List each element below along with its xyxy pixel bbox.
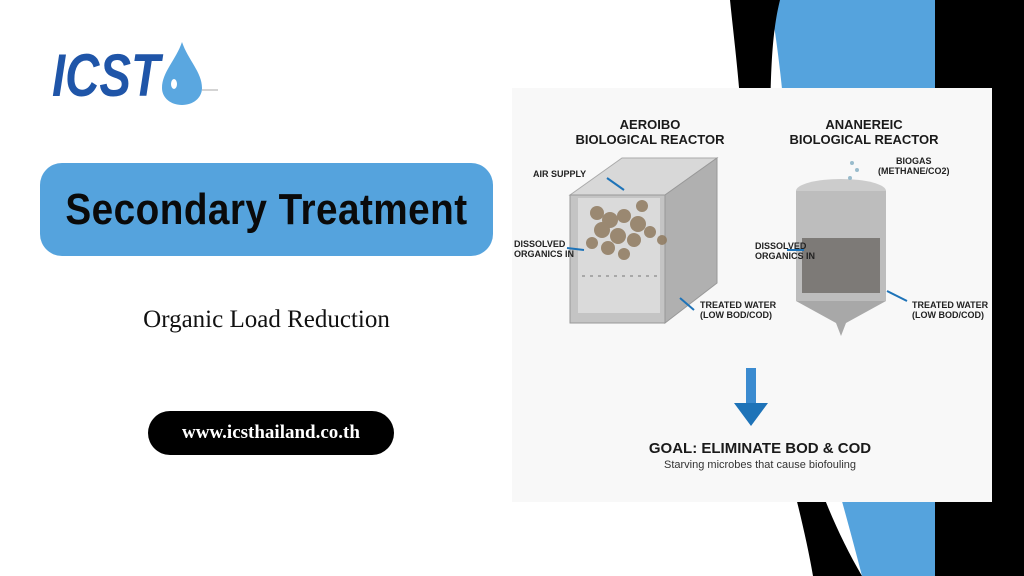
aerobic-reactor-graphic: [568, 157, 719, 325]
goal-subtext: Starving microbes that cause biofouling: [664, 459, 856, 471]
aerobic-outlet-label: TREATED WATER(LOW BOD/COD): [700, 300, 777, 321]
flow-arrows: [566, 177, 908, 311]
page-title: Secondary Treatment: [65, 184, 468, 234]
subtitle: Organic Load Reduction: [143, 306, 390, 333]
svg-text:ICST: ICST: [52, 42, 163, 108]
air-supply-label: AIR SUPPLY: [533, 169, 587, 179]
diagram-graphics: [566, 157, 908, 426]
goal-heading: GOAL: ELIMINATE BOD & COD: [648, 440, 872, 457]
anaerobic-outlet-label: TREATED WATER(LOW BOD/COD): [912, 300, 989, 321]
anaerobic-reactor-graphic: [796, 161, 886, 336]
title-banner: Secondary Treatment: [40, 163, 493, 256]
icst-logo: ICST: [52, 42, 218, 108]
water-drop-icon: [162, 42, 218, 105]
reactor-diagram: [512, 88, 992, 502]
goal-arrow-icon: [734, 368, 768, 426]
biogas-label: BIOGAS(METHANE/CO2): [878, 156, 950, 177]
website-link[interactable]: www.icsthailand.co.th: [148, 411, 394, 455]
